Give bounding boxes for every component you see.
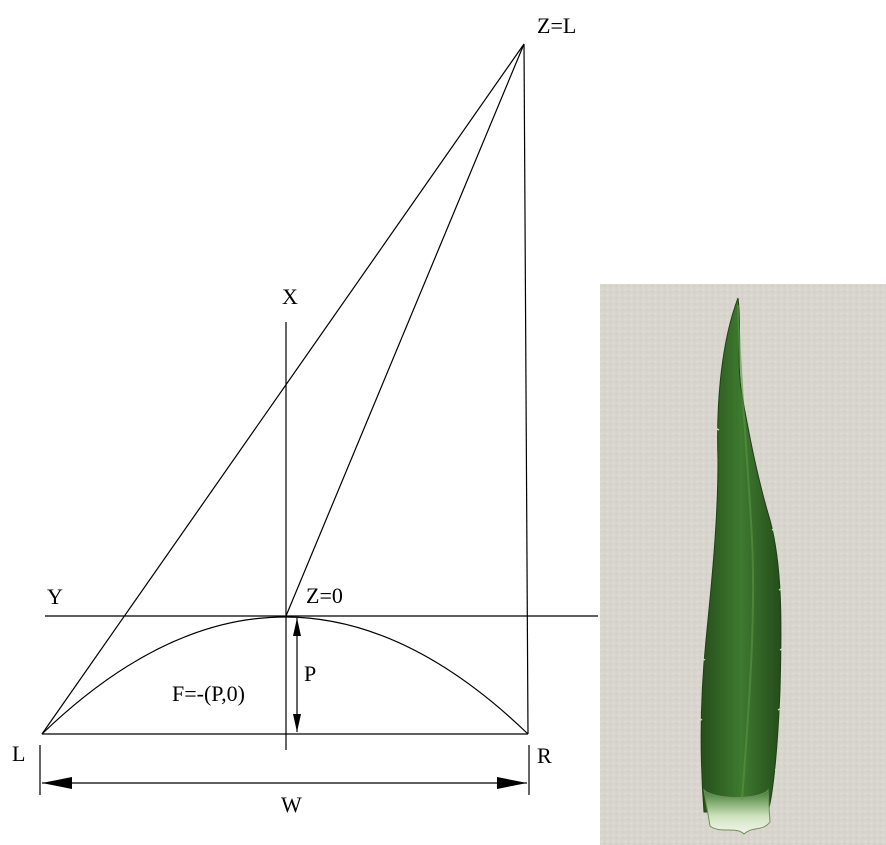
label-width: W: [281, 792, 302, 817]
leaf-blade: [700, 297, 782, 813]
w-arrow-left: [42, 777, 72, 789]
label-x-axis: X: [282, 284, 298, 309]
leaf-teeth: [697, 427, 785, 771]
label-z-top: Z=L: [537, 13, 576, 38]
label-left: L: [12, 741, 25, 766]
label-right: R: [537, 743, 552, 768]
leaf-base: [703, 788, 771, 835]
label-f: F=-(P,0): [172, 681, 245, 706]
label-y-axis: Y: [47, 584, 63, 609]
apex-line-right: [523, 43, 529, 735]
leaf-photo: [600, 284, 886, 845]
p-arrow-up: [293, 618, 301, 636]
diagram-lines: [39, 43, 598, 795]
apex-line-left: [41, 43, 525, 735]
label-p: P: [304, 661, 316, 686]
p-arrow-down: [293, 714, 301, 732]
label-z-origin: Z=0: [306, 583, 343, 608]
cross-section-arc: [41, 616, 529, 735]
leaf-midrib: [737, 304, 755, 801]
apex-line-center: [285, 43, 525, 617]
w-arrow-right: [497, 777, 527, 789]
